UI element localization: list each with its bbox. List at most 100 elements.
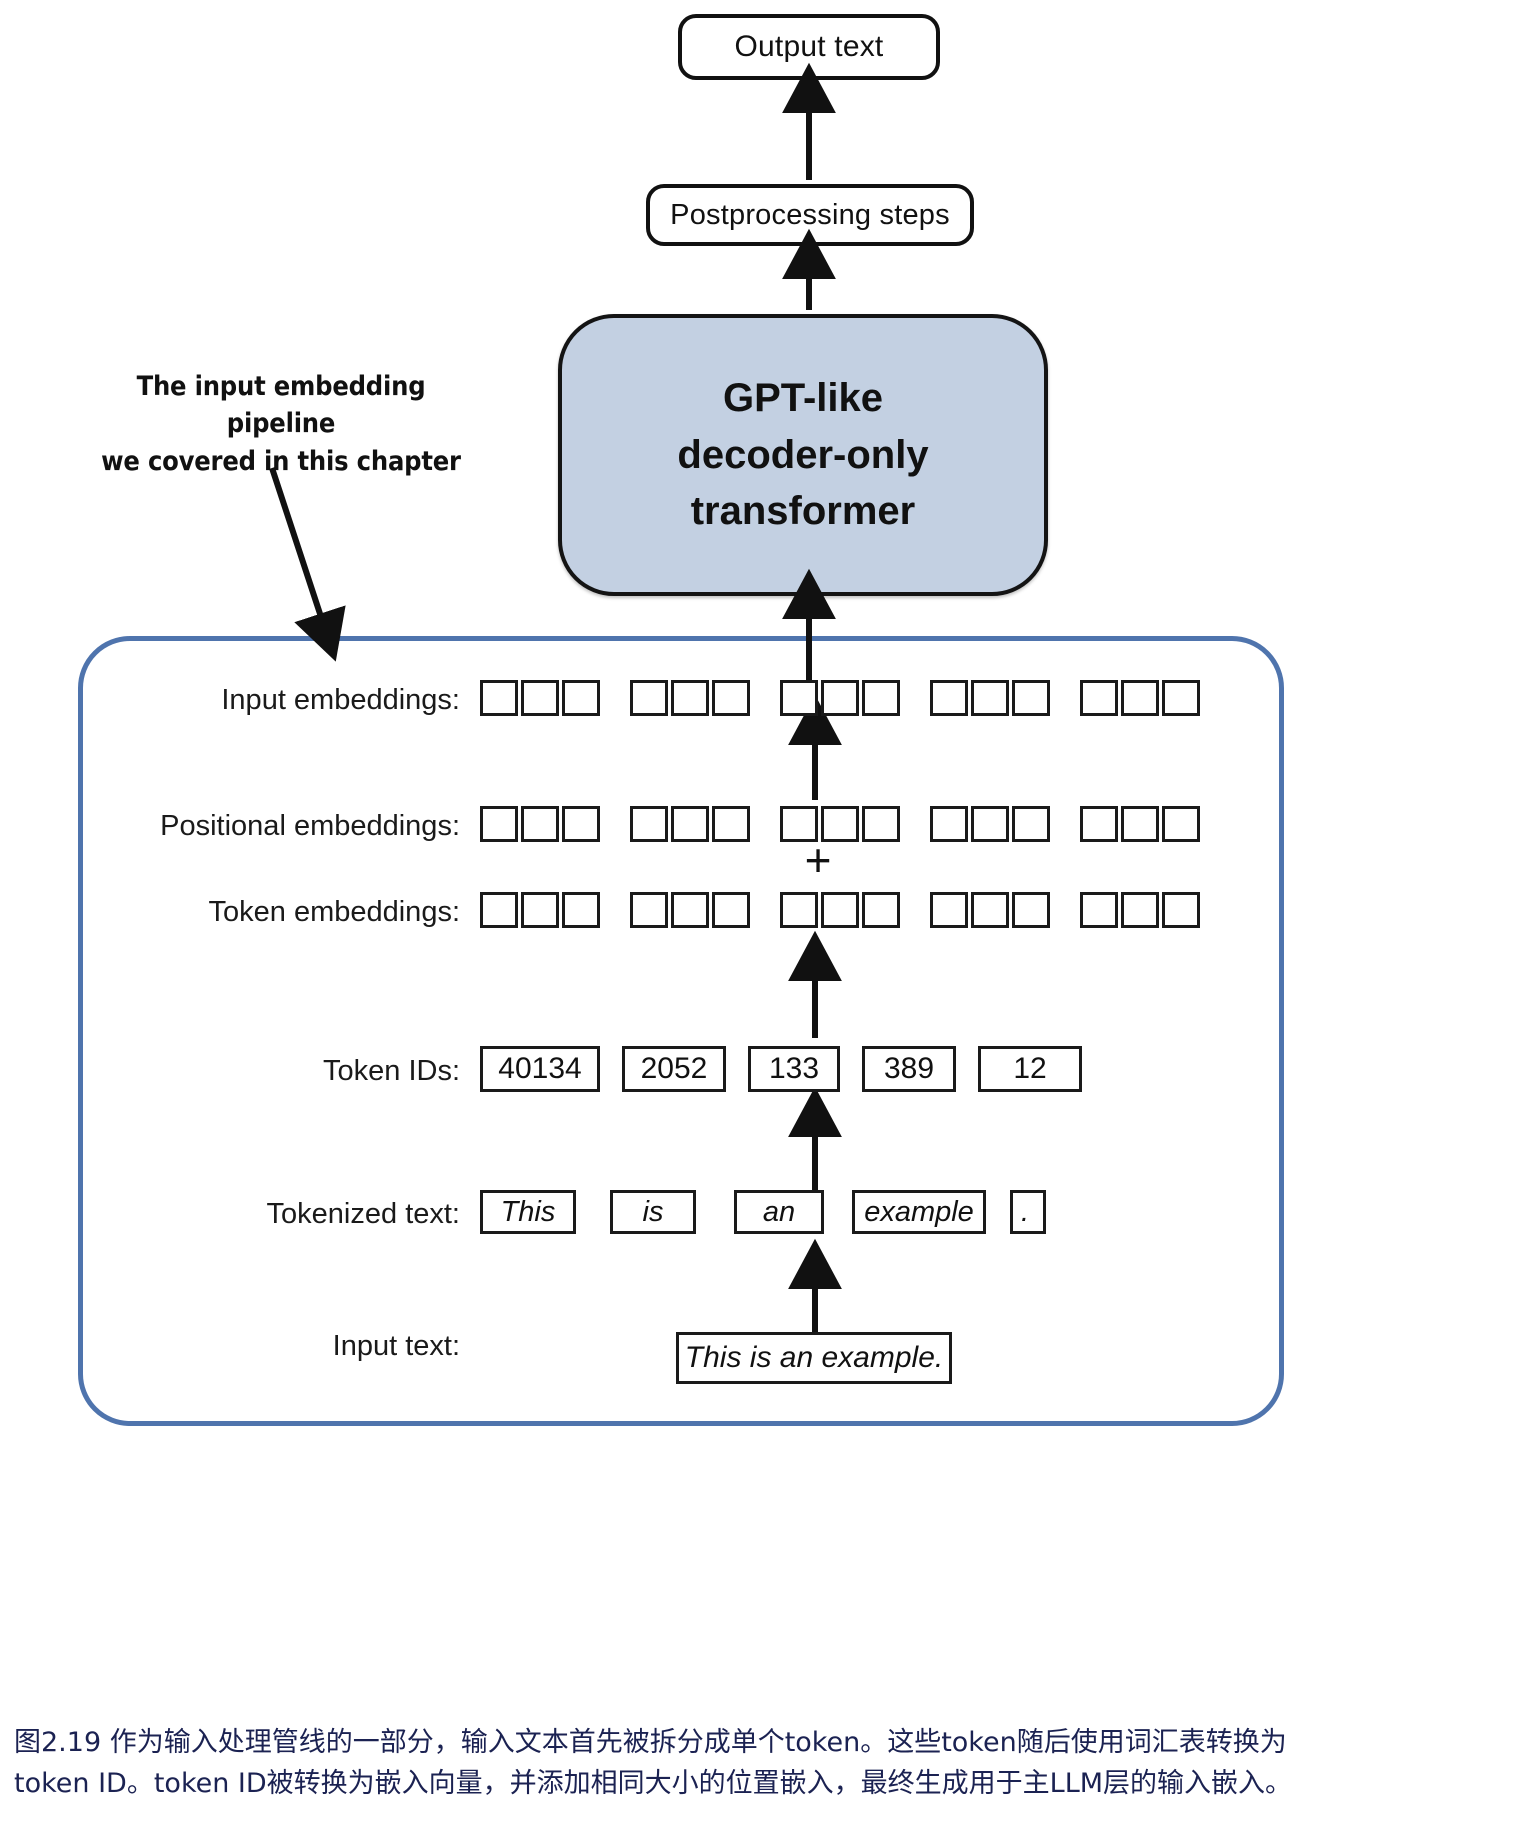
embedding-cell	[780, 892, 818, 928]
embedding-cell	[1121, 892, 1159, 928]
embedding-cell	[712, 680, 750, 716]
embedding-group	[630, 680, 750, 716]
row-label-token-ids: Token IDs:	[323, 1055, 460, 1087]
token-box: is	[610, 1190, 696, 1234]
token-id-box: 133	[748, 1046, 840, 1092]
embedding-cell	[821, 806, 859, 842]
annotation-line1: The input embedding pipeline	[136, 371, 426, 440]
embedding-cell	[562, 806, 600, 842]
embedding-cell	[971, 892, 1009, 928]
input-embeddings-row	[480, 680, 1200, 716]
row-label-input-text: Input text:	[332, 1330, 460, 1362]
embedding-cell	[821, 892, 859, 928]
token-box: an	[734, 1190, 824, 1234]
embedding-group	[1080, 806, 1200, 842]
embedding-cell	[1012, 806, 1050, 842]
token-id-box: 12	[978, 1046, 1082, 1092]
embedding-cell	[780, 680, 818, 716]
arrow-annotation-to-pipeline	[269, 467, 346, 662]
embedding-cell	[480, 806, 518, 842]
embedding-group	[480, 892, 600, 928]
embedding-cell	[521, 892, 559, 928]
embedding-group	[930, 806, 1050, 842]
embedding-group	[630, 806, 750, 842]
token-box: .	[1010, 1190, 1046, 1234]
embedding-cell	[862, 680, 900, 716]
token-box: example	[852, 1190, 986, 1234]
output-text-label: Output text	[734, 30, 884, 63]
embedding-cell	[630, 892, 668, 928]
embedding-cell	[1121, 680, 1159, 716]
transformer-label-block: GPT-like decoder-only transformer	[677, 370, 928, 540]
postprocessing-steps-label: Postprocessing steps	[670, 198, 950, 231]
embedding-cell	[671, 892, 709, 928]
embedding-cell	[1012, 680, 1050, 716]
token-id-box: 2052	[622, 1046, 726, 1092]
embedding-cell	[712, 892, 750, 928]
token-id-box: 389	[862, 1046, 956, 1092]
embedding-cell	[521, 680, 559, 716]
embedding-cell	[930, 892, 968, 928]
token-ids-row: 40134 2052 133 389 12	[480, 1046, 1082, 1092]
embedding-cell	[930, 680, 968, 716]
embedding-group	[480, 680, 600, 716]
embedding-cell	[780, 806, 818, 842]
embedding-cell	[1162, 892, 1200, 928]
embedding-cell	[712, 806, 750, 842]
embedding-cell	[1162, 680, 1200, 716]
transformer-label-line2: decoder-only	[677, 432, 929, 477]
embedding-group	[780, 680, 900, 716]
embedding-cell	[821, 680, 859, 716]
embedding-cell	[1162, 806, 1200, 842]
embedding-group	[930, 680, 1050, 716]
embedding-cell	[1121, 806, 1159, 842]
caption-line1: 图2.19 作为输入处理管线的一部分，输入文本首先被拆分成单个token。这些t…	[14, 1727, 1287, 1758]
embedding-cell	[1080, 806, 1118, 842]
embedding-cell	[630, 806, 668, 842]
token-id-box: 40134	[480, 1046, 600, 1092]
transformer-label-line1: GPT-like	[722, 375, 884, 420]
embedding-group	[480, 806, 600, 842]
embedding-cell	[862, 892, 900, 928]
row-label-positional-embeddings: Positional embeddings:	[160, 810, 460, 842]
embedding-cell	[480, 680, 518, 716]
embedding-cell	[671, 806, 709, 842]
output-text-node: Output text	[678, 14, 940, 80]
row-label-token-embeddings: Token embeddings:	[208, 896, 461, 928]
input-embedding-pipeline-container	[78, 636, 1284, 1426]
figure-caption: 图2.19 作为输入处理管线的一部分，输入文本首先被拆分成单个token。这些t…	[14, 1722, 1506, 1804]
postprocessing-steps-node: Postprocessing steps	[646, 184, 974, 246]
embedding-cell	[630, 680, 668, 716]
embedding-cell	[1012, 892, 1050, 928]
embedding-cell	[971, 806, 1009, 842]
embedding-cell	[562, 892, 600, 928]
embedding-group	[780, 892, 900, 928]
token-embeddings-row	[480, 892, 1200, 928]
positional-embeddings-row	[480, 806, 1200, 842]
token-box: This	[480, 1190, 576, 1234]
annotation-line2: we covered in this chapter	[101, 445, 461, 477]
embedding-cell	[480, 892, 518, 928]
embedding-cell	[671, 680, 709, 716]
pipeline-annotation: The input embedding pipeline we covered …	[86, 368, 476, 480]
embedding-cell	[1080, 892, 1118, 928]
embedding-group	[630, 892, 750, 928]
embedding-cell	[862, 806, 900, 842]
gpt-decoder-transformer-node: GPT-like decoder-only transformer	[558, 314, 1048, 596]
embedding-group	[1080, 680, 1200, 716]
caption-line2: token ID。token ID被转换为嵌入向量，并添加相同大小的位置嵌入，最…	[14, 1768, 1293, 1800]
embedding-cell	[562, 680, 600, 716]
transformer-label-line3: transformer	[690, 489, 916, 534]
embedding-cell	[1080, 680, 1118, 716]
embedding-cell	[521, 806, 559, 842]
embedding-group	[780, 806, 900, 842]
plus-operator: +	[804, 834, 832, 886]
row-label-tokenized-text: Tokenized text:	[266, 1198, 460, 1230]
embedding-cell	[971, 680, 1009, 716]
embedding-cell	[930, 806, 968, 842]
input-text-box: This is an example.	[676, 1332, 952, 1384]
embedding-group	[930, 892, 1050, 928]
embedding-group	[1080, 892, 1200, 928]
